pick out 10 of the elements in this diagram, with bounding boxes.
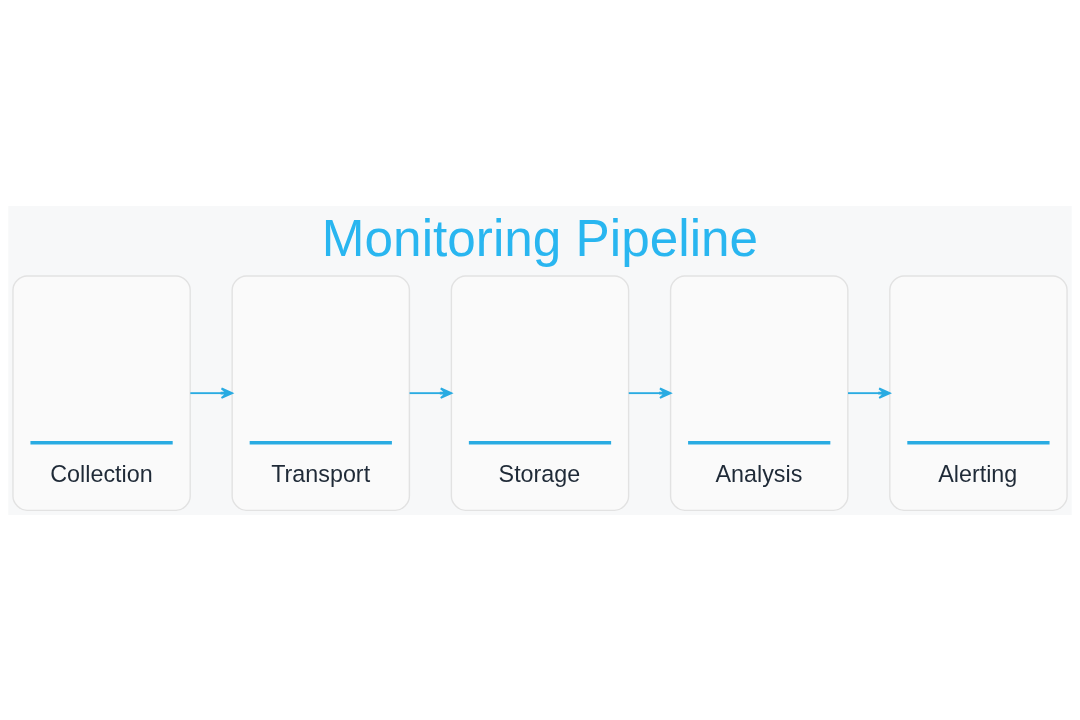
arrow	[627, 387, 672, 399]
node-box: Alerting	[889, 274, 1068, 511]
diagram-title: Monitoring Pipeline	[321, 209, 759, 267]
arrow	[189, 387, 233, 399]
node-box: Collection	[12, 274, 191, 511]
node-box: Transport	[231, 274, 411, 511]
node-box: Storage	[450, 274, 630, 511]
node-box: Analysis	[669, 274, 849, 511]
arrow	[847, 387, 891, 399]
arrow	[408, 387, 453, 399]
